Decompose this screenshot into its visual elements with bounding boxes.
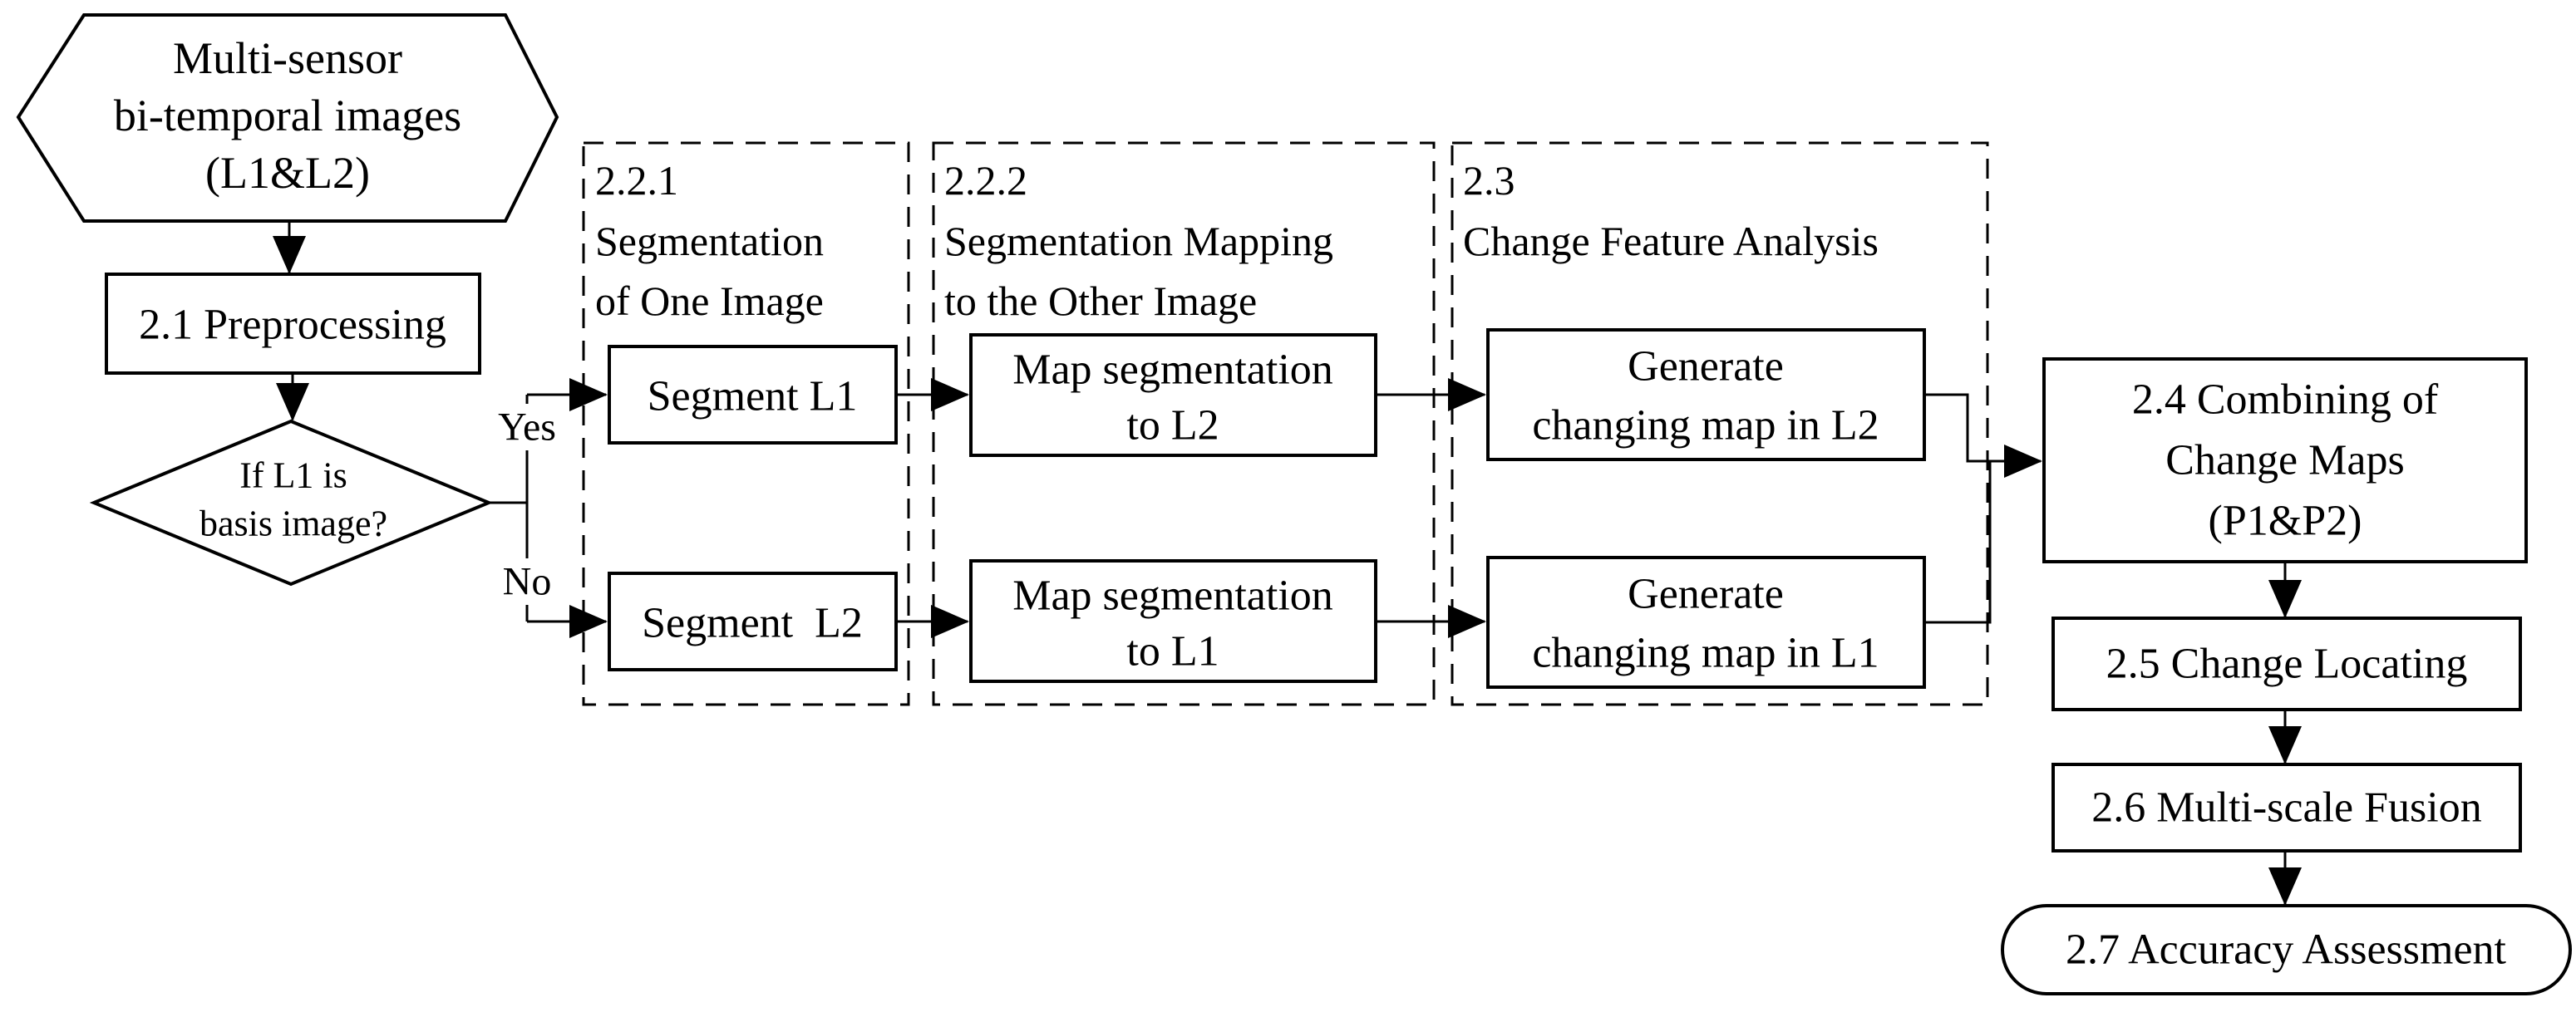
group-mapping-title-line2: Segmentation Mapping xyxy=(944,218,1333,264)
segment-l1-box xyxy=(608,345,898,445)
locating-box xyxy=(2051,617,2522,711)
group-mapping-box xyxy=(932,141,1436,706)
accuracy-stadium xyxy=(2001,904,2572,995)
group-analysis-box xyxy=(1451,141,1989,706)
no-label-background xyxy=(497,558,559,605)
combine-box xyxy=(2042,357,2528,563)
segment-l2-box xyxy=(608,572,898,671)
combine-label-line1: 2.4 Combining of xyxy=(2132,376,2439,424)
preprocessing-label: 2.1 Preprocessing xyxy=(139,302,446,349)
map-to-l1-label-line1: Map segmentation xyxy=(1012,572,1333,620)
segment-l2-label: Segment L2 xyxy=(642,600,863,647)
locating-label: 2.5 Change Locating xyxy=(2106,641,2468,688)
generate-l1-label-line2: changing map in L1 xyxy=(1532,630,1879,677)
group-segmentation-title-line1: 2.2.1 xyxy=(595,157,678,204)
preprocessing-box xyxy=(105,273,481,375)
map-to-l1-box xyxy=(969,559,1377,683)
group-mapping-title-line3: to the Other Image xyxy=(944,278,1257,324)
group-mapping-title-line1: 2.2.2 xyxy=(944,157,1027,204)
group-analysis-title-line2: Change Feature Analysis xyxy=(1463,218,1879,264)
fusion-label: 2.6 Multi-scale Fusion xyxy=(2091,784,2481,832)
group-segmentation-box xyxy=(582,141,910,706)
generate-l2-label-line1: Generate xyxy=(1628,343,1784,391)
group-analysis-title-line1: 2.3 xyxy=(1463,157,1515,204)
map-to-l2-box xyxy=(969,333,1377,457)
map-to-l2-label-line1: Map segmentation xyxy=(1012,346,1333,394)
map-to-l1-label-line2: to L1 xyxy=(1126,628,1219,676)
connector-generate-l1-merge xyxy=(1924,462,1992,624)
combine-label-line3: (P1&P2) xyxy=(2209,498,2362,545)
generate-l1-label-line1: Generate xyxy=(1628,571,1784,618)
group-segmentation-title-line2: Segmentation xyxy=(595,218,824,264)
no-label: No xyxy=(503,560,552,604)
yes-label: Yes xyxy=(498,405,556,450)
decision-label-line2: basis image? xyxy=(199,504,387,544)
segment-l1-label: Segment L1 xyxy=(648,373,858,420)
decision-diamond xyxy=(89,419,494,587)
map-to-l2-label-line2: to L2 xyxy=(1126,402,1219,450)
accuracy-label: 2.7 Accuracy Assessment xyxy=(2066,926,2507,974)
input-label-line3: (L1&L2) xyxy=(205,148,370,198)
input-hexagon xyxy=(16,13,559,223)
decision-label-line1: If L1 is xyxy=(239,455,347,496)
yes-label-background xyxy=(487,404,567,450)
input-label-line1: Multi-sensor xyxy=(173,33,402,83)
combine-label-line2: Change Maps xyxy=(2165,437,2404,484)
input-label-line2: bi-temporal images xyxy=(114,91,461,140)
generate-l2-label-line2: changing map in L2 xyxy=(1532,402,1879,450)
generate-l2-box xyxy=(1486,328,1926,461)
connector-generate-l2-to-combine xyxy=(1924,393,2042,478)
fusion-box xyxy=(2051,763,2522,852)
group-segmentation-title-line3: of One Image xyxy=(595,278,824,324)
